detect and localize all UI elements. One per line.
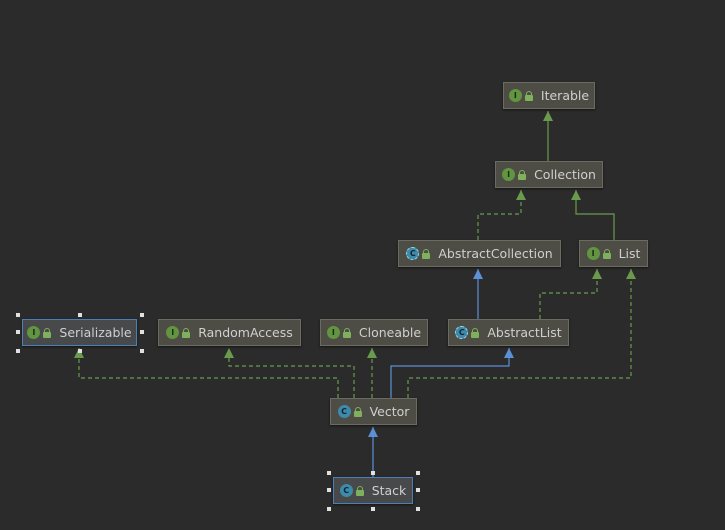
selection-handle[interactable] [16,313,20,317]
node-randomaccess[interactable]: I RandomAccess [158,319,301,346]
selection-handle[interactable] [16,349,20,353]
node-label: RandomAccess [198,325,293,340]
node-iterable[interactable]: I Iterable [503,82,595,109]
interface-icon: I [502,168,516,181]
node-label: List [618,246,641,261]
public-lock-icon [518,169,527,180]
edge-abstractlist-list [539,269,602,319]
node-cloneable[interactable]: I Cloneable [320,319,428,346]
edge-list-collection [571,190,615,240]
public-lock-icon [353,406,362,417]
edge-vector-list [407,269,636,398]
node-label: Iterable [540,88,590,103]
node-label: Vector [369,404,410,419]
interface-icon: I [508,89,522,102]
node-vector[interactable]: C Vector [330,398,417,425]
selection-handle[interactable] [327,507,331,511]
interface-icon: I [166,326,180,339]
node-label: Serializable [59,325,132,340]
public-lock-icon [342,327,351,338]
node-collection[interactable]: I Collection [495,161,603,188]
edge-vector-serializable [74,348,339,398]
selection-handle[interactable] [78,349,82,353]
selection-handle[interactable] [371,471,375,475]
interface-icon: I [27,326,41,339]
selection-handle[interactable] [416,488,420,492]
node-serializable[interactable]: I Serializable [22,319,137,346]
class-icon: C [337,405,351,418]
interface-icon: I [326,326,340,339]
selection-handle[interactable] [416,471,420,475]
interface-icon: I [586,247,600,260]
edge-abstractcollection-collection [477,190,526,240]
selection-handle[interactable] [140,313,144,317]
edge-vector-abstractlist [390,348,514,398]
node-stack[interactable]: C Stack [333,477,413,504]
node-label: AbstractList [487,325,562,340]
node-list[interactable]: I List [579,240,648,267]
edge-vector-randomaccess [224,348,355,398]
selection-handle[interactable] [140,349,144,353]
node-abstractcollection[interactable]: C AbstractCollection [398,240,561,267]
abstract-class-icon: C [406,247,420,260]
public-lock-icon [43,327,52,338]
node-label: Stack [371,483,407,498]
public-lock-icon [602,248,611,259]
abstract-class-icon: C [455,326,469,339]
public-lock-icon [422,248,431,259]
node-abstractlist[interactable]: C AbstractList [448,319,569,346]
selection-handle[interactable] [16,330,20,334]
public-lock-icon [471,327,480,338]
selection-handle[interactable] [327,488,331,492]
selection-handle[interactable] [416,507,420,511]
public-lock-icon [524,90,533,101]
class-icon: C [339,484,353,497]
selection-handle[interactable] [371,507,375,511]
public-lock-icon [182,327,191,338]
node-label: Cloneable [358,325,422,340]
selection-handle[interactable] [140,330,144,334]
selection-handle[interactable] [78,313,82,317]
node-label: AbstractCollection [438,246,553,261]
selection-handle[interactable] [327,471,331,475]
public-lock-icon [355,485,364,496]
node-label: Collection [534,167,596,182]
